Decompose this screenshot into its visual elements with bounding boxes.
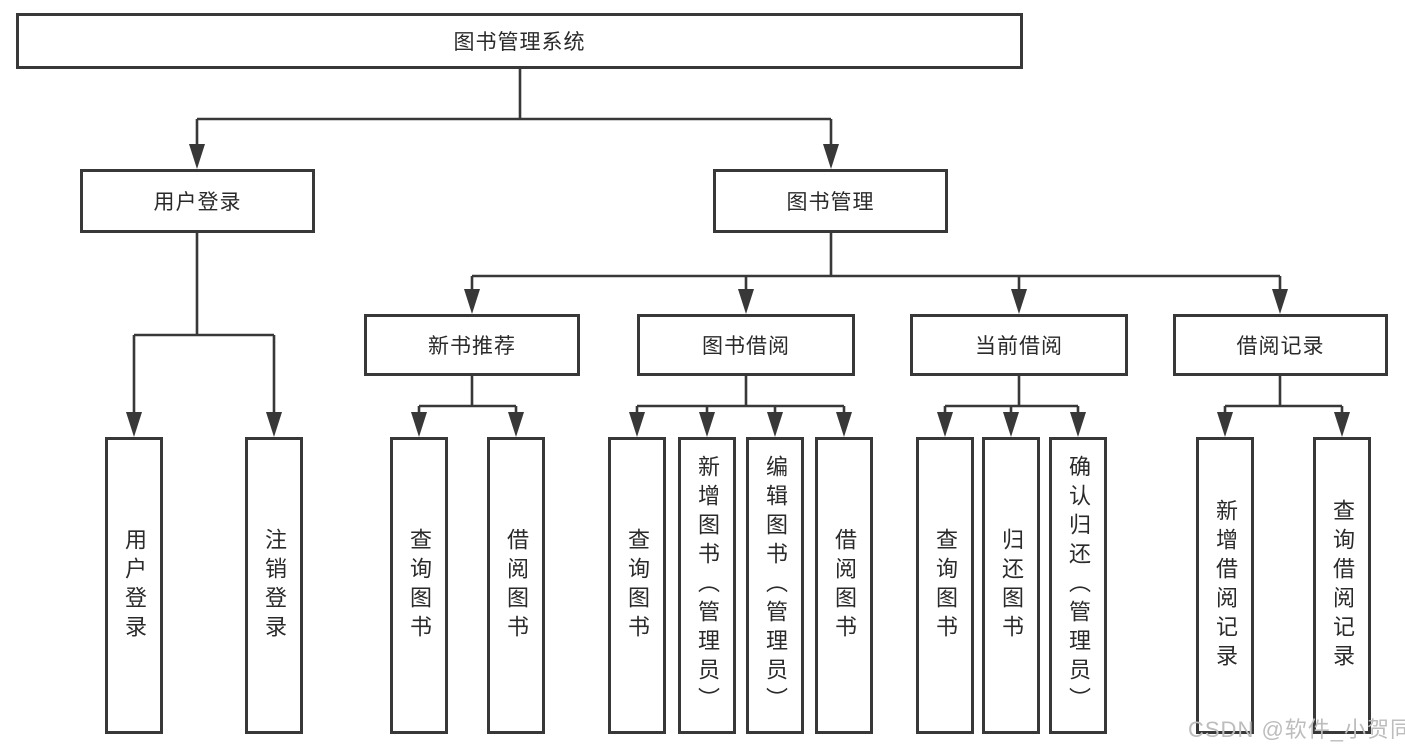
arrow-down-icon <box>629 412 645 437</box>
arrow-down-icon <box>508 412 524 437</box>
leaf-borrow-books-recommend: 借阅图书 <box>487 437 545 734</box>
node-label: 新增图书（管理员） <box>695 455 720 716</box>
leaf-query-books-borrow: 查询图书 <box>608 437 666 734</box>
connector-root <box>195 69 833 145</box>
node-label: 注销登录 <box>262 527 287 644</box>
node-label: 图书借阅 <box>702 335 790 358</box>
node-label: 图书管理系统 <box>453 31 586 54</box>
arrow-down-icon <box>1272 289 1288 314</box>
node-label: 新书推荐 <box>428 335 516 358</box>
leaf-query-books-recommend: 查询图书 <box>390 437 448 734</box>
leaf-add-borrow-record: 新增借阅记录 <box>1196 437 1254 734</box>
node-user-login: 用户登录 <box>80 169 315 233</box>
arrow-down-icon <box>189 144 205 169</box>
arrow-down-icon <box>411 412 427 437</box>
connector-user-login <box>132 233 276 413</box>
node-label: 归还图书 <box>999 527 1024 644</box>
arrow-down-icon <box>699 412 715 437</box>
connector-book-borrowing <box>635 376 846 413</box>
arrow-down-icon <box>1011 289 1027 314</box>
arrow-down-icon <box>1070 412 1086 437</box>
node-library-management-system: 图书管理系统 <box>16 13 1023 69</box>
node-label: 查询图书 <box>933 527 958 644</box>
leaf-confirm-return-admin: 确认归还（管理员） <box>1049 437 1107 734</box>
node-label: 编辑图书（管理员） <box>763 455 788 716</box>
connector-new-book-recommendation <box>417 376 518 413</box>
node-label: 借阅图书 <box>832 527 857 644</box>
arrow-down-icon <box>464 289 480 314</box>
node-label: 新增借阅记录 <box>1213 498 1238 673</box>
arrow-down-icon <box>1334 412 1350 437</box>
arrow-down-icon <box>738 289 754 314</box>
arrow-down-icon <box>266 412 282 437</box>
node-label: 查询借阅记录 <box>1330 498 1355 673</box>
node-label: 用户登录 <box>122 527 147 644</box>
leaf-add-books-admin: 新增图书（管理员） <box>678 437 736 734</box>
node-label: 查询图书 <box>407 527 432 644</box>
leaf-query-borrow-record: 查询借阅记录 <box>1313 437 1371 734</box>
node-borrowing-records: 借阅记录 <box>1173 314 1388 376</box>
arrow-down-icon <box>937 412 953 437</box>
node-label: 借阅图书 <box>504 527 529 644</box>
arrow-down-icon <box>823 144 839 169</box>
node-current-borrowing: 当前借阅 <box>910 314 1128 376</box>
leaf-logout: 注销登录 <box>245 437 303 734</box>
leaf-borrow-books-borrow: 借阅图书 <box>815 437 873 734</box>
arrow-down-icon <box>1003 412 1019 437</box>
arrow-down-icon <box>836 412 852 437</box>
arrow-down-icon <box>126 412 142 437</box>
node-label: 用户登录 <box>153 191 242 214</box>
connector-current-borrowing <box>943 376 1080 413</box>
node-label: 当前借阅 <box>975 335 1063 358</box>
node-label: 图书管理 <box>786 191 875 214</box>
connector-book-management <box>470 233 1282 290</box>
node-label: 借阅记录 <box>1236 335 1325 358</box>
node-book-borrowing: 图书借阅 <box>637 314 855 376</box>
arrow-down-icon <box>1217 412 1233 437</box>
node-new-book-recommendation: 新书推荐 <box>364 314 580 376</box>
connector-borrowing-records <box>1223 376 1344 413</box>
node-book-management: 图书管理 <box>713 169 948 233</box>
leaf-return-books: 归还图书 <box>982 437 1040 734</box>
node-label: 查询图书 <box>625 527 650 644</box>
leaf-user-login: 用户登录 <box>105 437 163 734</box>
arrow-down-icon <box>767 412 783 437</box>
node-label: 确认归还（管理员） <box>1066 455 1091 716</box>
watermark-text: CSDN @软件_小贺同学 <box>1188 717 1405 742</box>
leaf-edit-books-admin: 编辑图书（管理员） <box>746 437 804 734</box>
leaf-query-books-current: 查询图书 <box>916 437 974 734</box>
